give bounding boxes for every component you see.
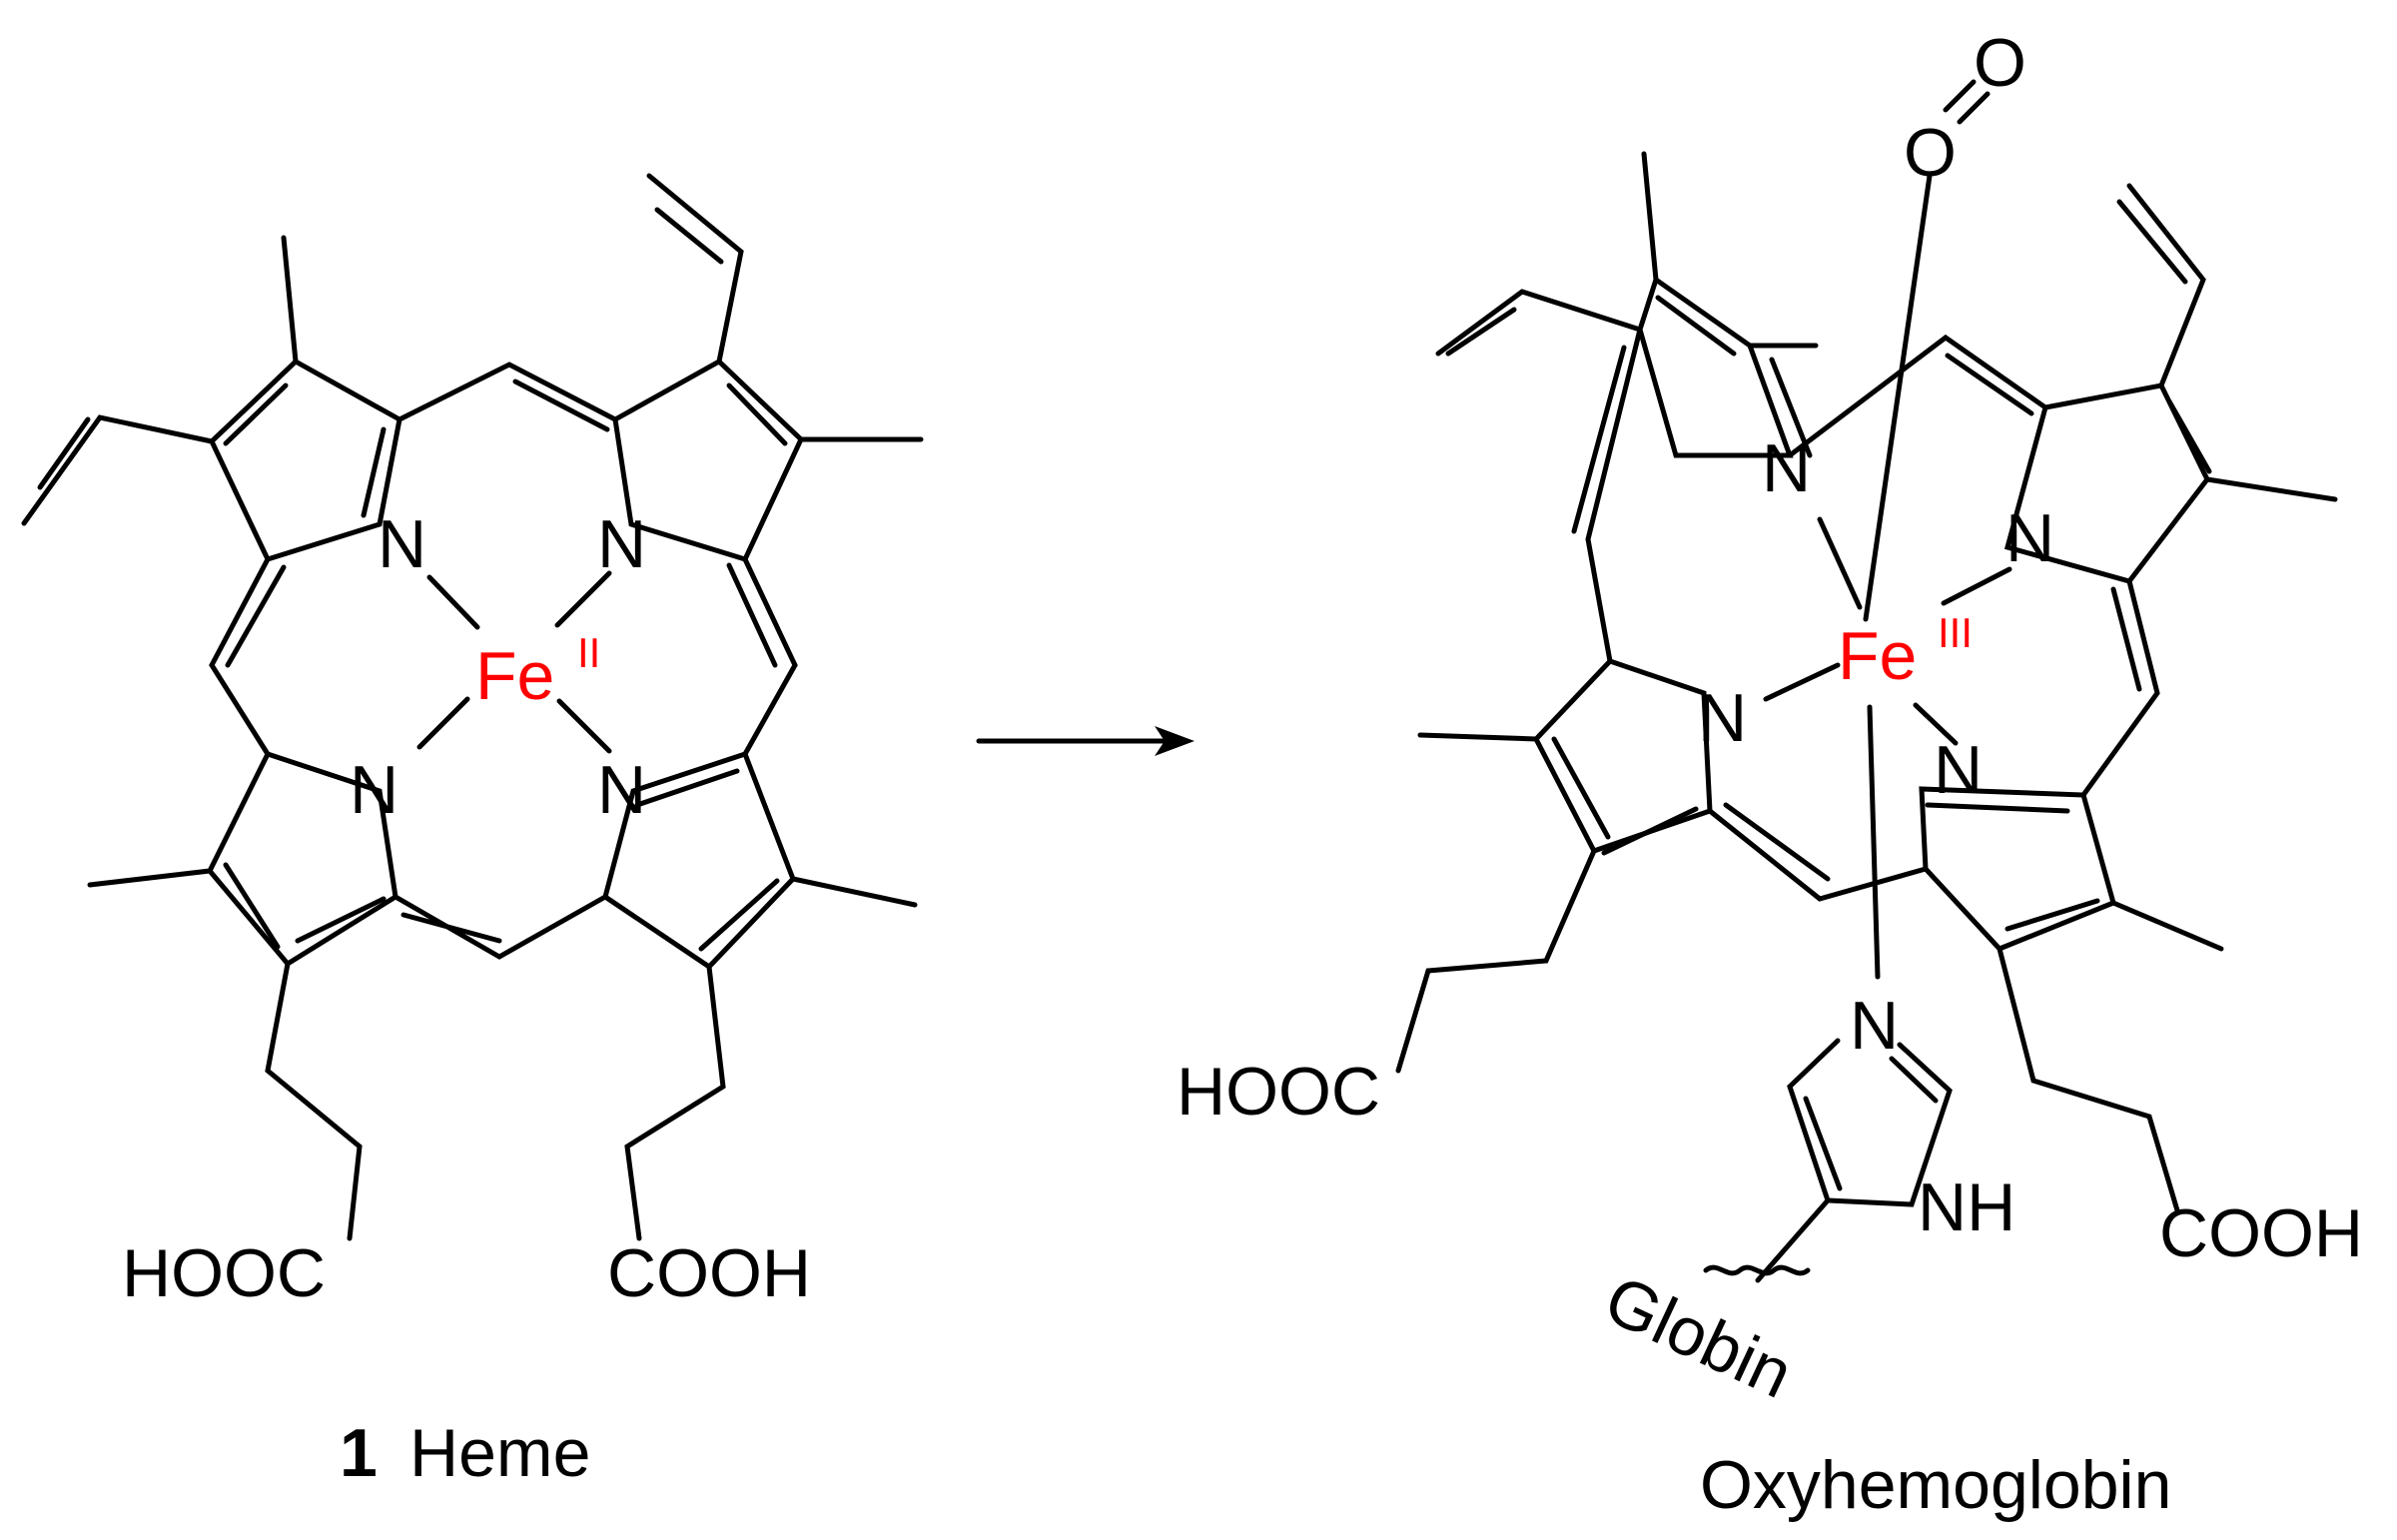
oxy-iron: Fe: [1838, 618, 1917, 694]
oxy-caption-name: Oxyhemoglobin: [1700, 1447, 2171, 1523]
heme-nitrogen-1: N: [378, 506, 426, 582]
heme-nitrogen-2: N: [597, 506, 646, 582]
oxy-iron-oxidation-state: III: [1938, 609, 1973, 656]
heme-nitrogen-4: N: [597, 752, 646, 828]
heme-structure: N N N N Fe II HOOC COOH 1 Heme: [21, 173, 924, 1491]
oxy-oxygen-2: O: [1974, 25, 2026, 101]
arrow-head-icon: [1155, 726, 1195, 756]
heme-caption-number: 1: [340, 1415, 378, 1491]
reaction-arrow: [976, 726, 1195, 756]
oxy-acid-left: HOOC: [1177, 1054, 1380, 1130]
oxy-nitrogen-4: N: [1934, 732, 1983, 808]
heme-acid-left: HOOC: [122, 1235, 326, 1311]
heme-caption-name: Heme: [409, 1415, 590, 1491]
histidine-nh: NH: [1918, 1169, 2015, 1245]
heme-iron: Fe: [475, 638, 554, 714]
heme-acid-right: COOH: [607, 1235, 811, 1311]
oxyhemoglobin-structure: N N N N Fe III O O N NH HOOC COOH Globin…: [1177, 25, 2363, 1523]
oxy-nitrogen-3: N: [1698, 680, 1747, 756]
heme-iron-oxidation-state: II: [577, 629, 600, 676]
histidine-nitrogen: N: [1850, 988, 1899, 1064]
heme-nitrogen-3: N: [350, 752, 399, 828]
oxy-oxygen-1: O: [1904, 115, 1957, 191]
globin-label: Globin: [1594, 1261, 1804, 1413]
oxy-nitrogen-1: N: [1762, 430, 1811, 506]
oxy-acid-right: COOH: [2159, 1195, 2363, 1271]
oxy-nitrogen-2: N: [2005, 500, 2054, 576]
